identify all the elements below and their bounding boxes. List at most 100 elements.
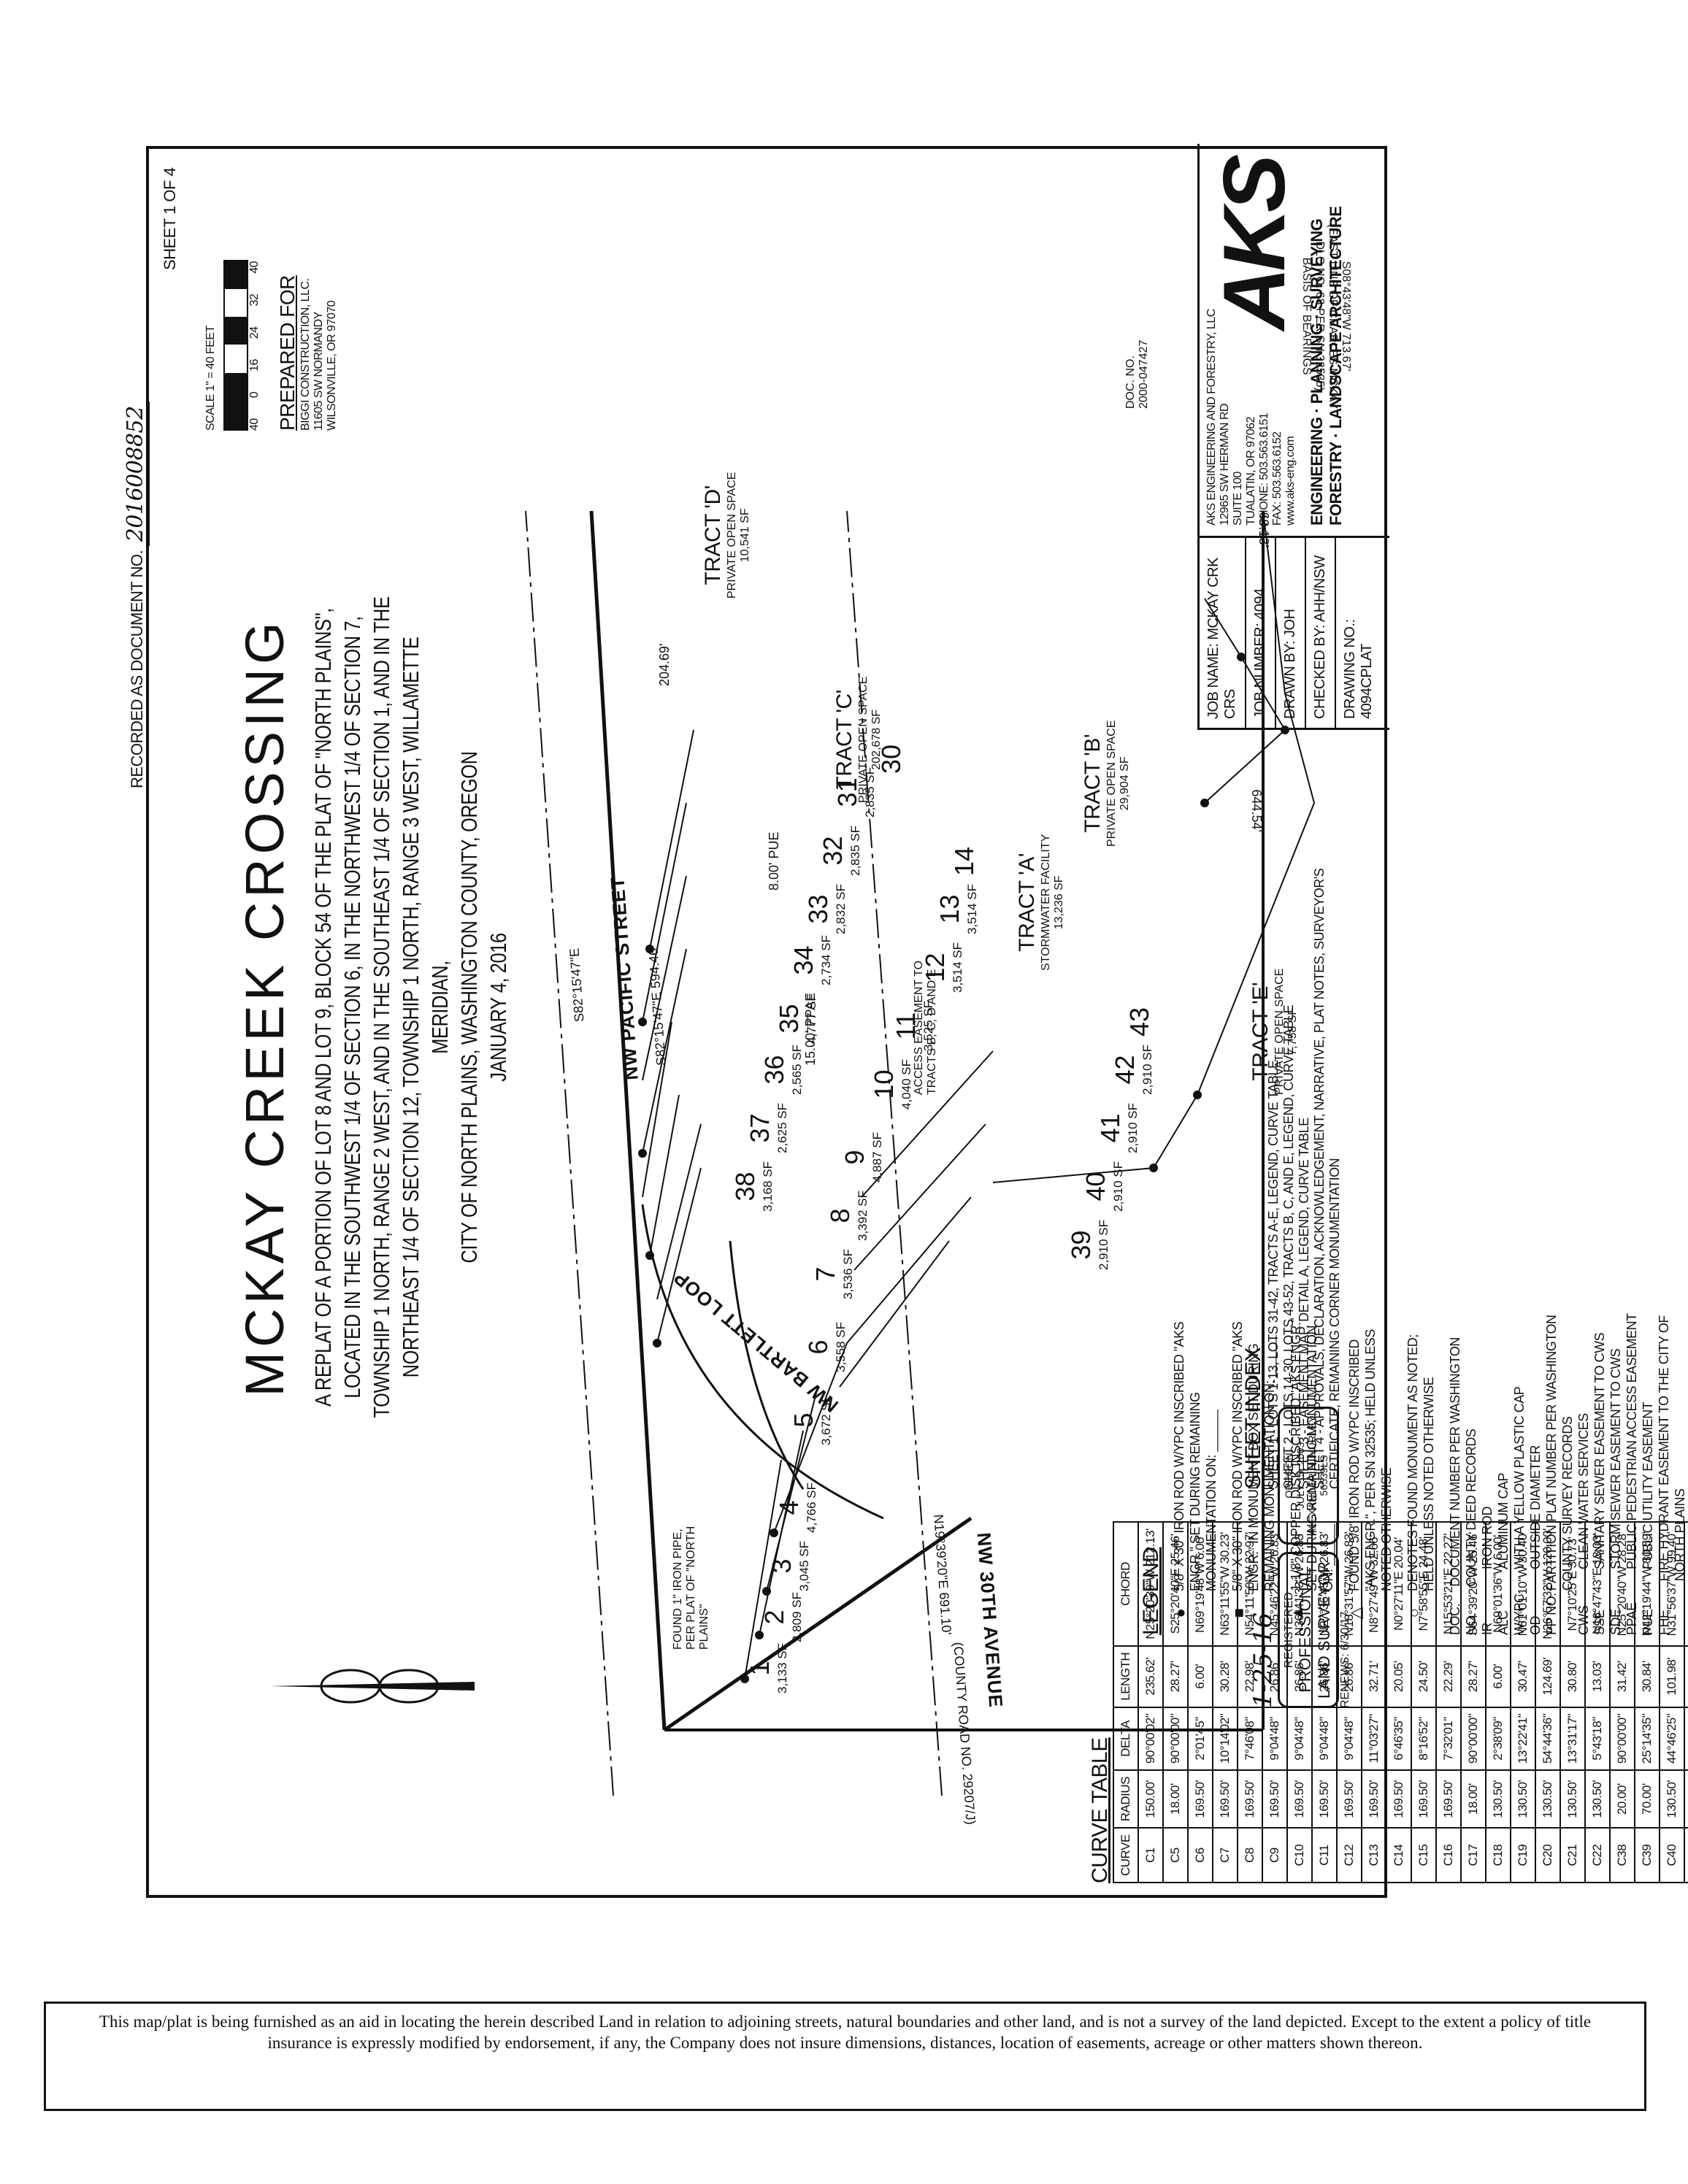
- lot-number: 35: [774, 1004, 804, 1034]
- abbr-key: OD: [1528, 1616, 1543, 1635]
- curve-cell: 9°04'48": [1287, 1707, 1312, 1771]
- sheet-index-item: SHEET 2 - LOTS 14-30, LOTS 43-52, TRACTS…: [1281, 1004, 1296, 1489]
- west-dist: 204.69': [657, 643, 672, 687]
- lot-area: 4,887 SF: [870, 1132, 884, 1183]
- curve-cell: 6.00': [1486, 1645, 1511, 1707]
- curve-cell: 13°31'17": [1560, 1707, 1585, 1771]
- tract-use: PRIVATE OPEN SPACE: [726, 472, 738, 599]
- label: JOB NAME:: [1205, 643, 1221, 719]
- lot-area: 2,625 SF: [775, 1103, 789, 1153]
- recorded-document: RECORDED AS DOCUMENT NO. 2016008852: [123, 401, 150, 788]
- curve-cell: C13: [1362, 1828, 1386, 1883]
- curve-cell: C1: [1138, 1828, 1163, 1883]
- lot-number: 37: [745, 1113, 775, 1143]
- drawn-by: DRAWN BY: JOH: [1276, 538, 1306, 728]
- curve-cell: C15: [1411, 1828, 1436, 1883]
- disciplines-line: FORESTRY · LANDSCAPE ARCHITECTURE: [1327, 206, 1345, 526]
- curve-cell: C5: [1163, 1828, 1188, 1883]
- curve-table-title: CURVE TABLE: [1088, 1737, 1112, 1883]
- curve-cell: 10°14'02": [1213, 1707, 1238, 1771]
- lot-number: 7: [810, 1266, 840, 1282]
- open-circle-icon: ○: [1405, 1608, 1423, 1618]
- lot-area: 2,835 SF: [848, 826, 862, 876]
- curve-cell: 20.05': [1386, 1645, 1411, 1707]
- lot-number: 41: [1095, 1113, 1125, 1143]
- value: JOH: [1282, 609, 1298, 637]
- checked-by: CHECKED BY: AHH/NSW: [1306, 538, 1336, 728]
- lot-number: 42: [1110, 1055, 1140, 1085]
- lot-area: 3,514 SF: [965, 884, 979, 934]
- lot-number: 8: [825, 1208, 855, 1223]
- curve-cell: 90°00'00": [1163, 1707, 1188, 1771]
- lot-area: 3,045 SF: [797, 1541, 811, 1591]
- curve-cell: 90°00'02": [1138, 1707, 1163, 1771]
- abbr-key: SDE: [1608, 1609, 1623, 1635]
- abbr-key: PP NO.: [1544, 1593, 1559, 1635]
- curve-cell: 18.00': [1461, 1770, 1486, 1829]
- curve-cell: C19: [1511, 1828, 1535, 1883]
- lot-number: 4: [774, 1500, 804, 1515]
- curve-cell: 124.69': [1535, 1645, 1560, 1707]
- stamp-line: LAND SURVEYOR: [1315, 1561, 1333, 1699]
- sheet-index-item: SHEET 4 - APPROVALS, DECLARATION, ACKNOW…: [1312, 868, 1342, 1489]
- curve-cell: C17: [1461, 1828, 1486, 1883]
- job-number: JOB NUMBER: 4094: [1246, 538, 1276, 728]
- col-curve: CURVE: [1113, 1828, 1138, 1883]
- curve-cell: 101.98': [1660, 1645, 1684, 1707]
- scale-bar: SCALE 1" = 40 FEET 40 0 16 24 32 40 PREP…: [204, 212, 339, 431]
- curve-cell: 30.47': [1511, 1645, 1535, 1707]
- lot-number: 40: [1081, 1172, 1110, 1201]
- lot-number: 13: [935, 894, 964, 924]
- curve-cell: 4°23'30": [1684, 1707, 1688, 1771]
- lot-43: 43: [1124, 1007, 1155, 1037]
- lot-number: 12: [920, 953, 950, 983]
- lot-area: 3,558 SF: [834, 1322, 848, 1372]
- curve-cell: 9°04'48": [1262, 1707, 1287, 1771]
- sheet-index-item: SHEET 3 - EASEMENT MAP, DETAIL A, LEGEND…: [1297, 1118, 1311, 1489]
- curve-cell: C11: [1312, 1828, 1337, 1883]
- curve-cell: 5°43'18": [1585, 1707, 1610, 1771]
- curve-cell: 169.50': [1337, 1770, 1362, 1829]
- curve-cell: 30.84': [1635, 1645, 1660, 1707]
- lot-area: 3,168 SF: [761, 1161, 775, 1212]
- legend: LEGEND ●5/8" X 30" IRON ROD W/YPC INSCRI…: [1139, 1285, 1688, 1635]
- curve-cell: C14: [1386, 1828, 1411, 1883]
- aks-logo: AKS: [1205, 158, 1303, 331]
- curve-cell: C22: [1585, 1828, 1610, 1883]
- lot-area: 3,133 SF: [775, 1643, 789, 1693]
- lot-area: 3,536 SF: [841, 1249, 855, 1299]
- curve-cell: 18.00': [1163, 1770, 1188, 1829]
- curve-cell: 9°04'48": [1312, 1707, 1337, 1771]
- curve-cell: 13°22'41": [1511, 1707, 1535, 1771]
- lot-number: 11: [891, 1012, 921, 1040]
- curve-cell: 130.50': [1560, 1770, 1585, 1829]
- curve-cell: 90°00'00": [1610, 1707, 1635, 1771]
- curve-cell: C41: [1684, 1828, 1688, 1883]
- found-pipe-note: FOUND 1" IRON PIPE, PER PLAT OF "NORTH P…: [672, 1526, 710, 1650]
- curve-cell: 2°01'45": [1188, 1707, 1213, 1771]
- lot-number: 38: [730, 1172, 760, 1201]
- lot-14: 14: [949, 847, 980, 876]
- curve-cell: 44°46'25": [1660, 1707, 1684, 1771]
- lot-number: 9: [840, 1150, 870, 1165]
- curve-cell: 10.00': [1684, 1645, 1688, 1707]
- disciplines-line: ENGINEERING · PLANNING · SURVEYING: [1308, 218, 1326, 526]
- abbr-key: ALC: [1496, 1610, 1511, 1635]
- drawing-no: DRAWING NO.: 4094CPLAT: [1336, 538, 1381, 728]
